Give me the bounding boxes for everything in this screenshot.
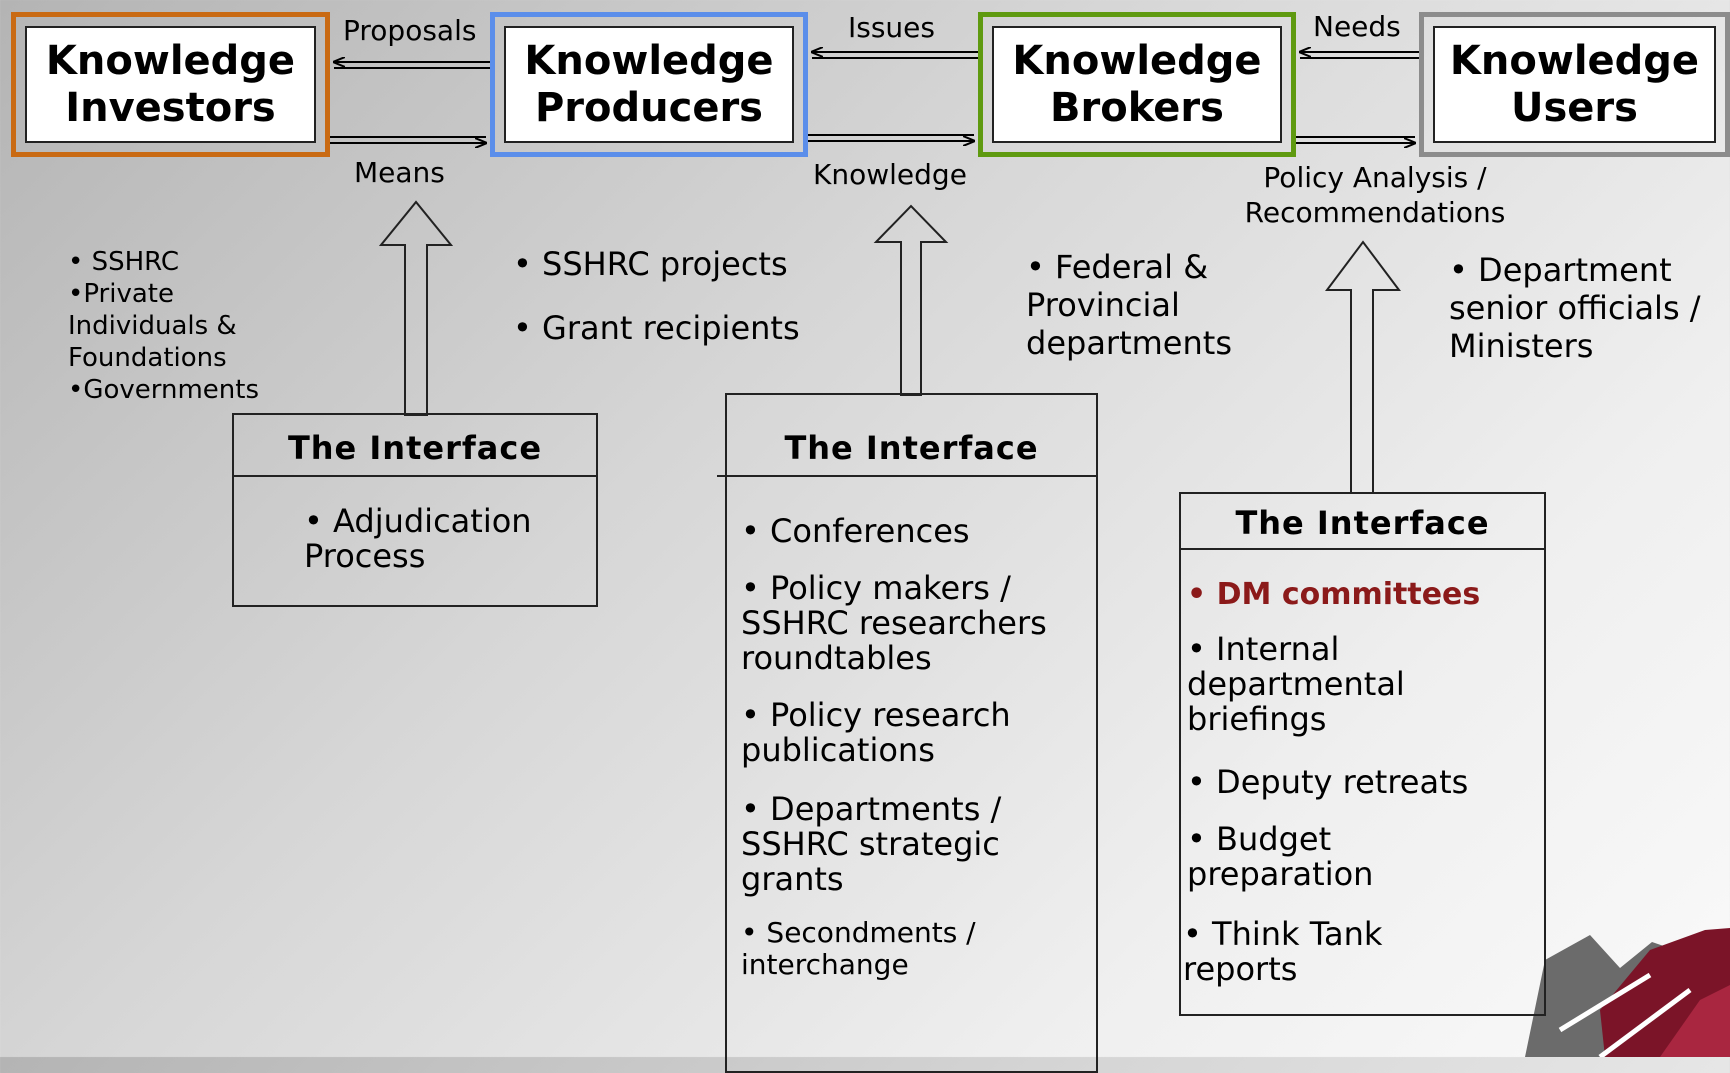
policy-analysis-label: Policy Analysis / Recommendations (1244, 161, 1506, 229)
issues-arrow (812, 52, 978, 59)
proposals-label: Proposals (343, 14, 477, 47)
means-arrow (330, 136, 486, 143)
brokers-examples: • Federal & Provincial departments (1026, 248, 1232, 362)
interface-left-title: The Interface (287, 429, 543, 467)
needs-label: Needs (1313, 10, 1401, 43)
interface-middle: The Interface • Conferences • Policy mak… (717, 393, 1098, 1073)
right-up-arrow (1325, 240, 1401, 494)
producers-example-2: • Grant recipients (513, 309, 800, 347)
interface-middle-item: • Policy research publications (741, 696, 1011, 769)
logo-decoration (1525, 928, 1730, 1057)
knowledge-users-box: Knowledge Users (1419, 12, 1730, 157)
investors-examples: • SSHRC •Private Individuals & Foundatio… (68, 247, 260, 405)
interface-middle-item: • Secondments / interchange (741, 916, 976, 981)
interface-right-item: • Budget preparation (1187, 820, 1374, 893)
producers-example-1: • SSHRC projects (513, 245, 788, 283)
knowledge-producers-box: Knowledge Producers (490, 12, 808, 157)
knowledge-arrow (808, 134, 974, 141)
knowledge-producers-label: Knowledge Producers (524, 37, 774, 131)
interface-right-item: • Deputy retreats (1187, 763, 1469, 801)
means-label: Means (354, 156, 445, 189)
interface-middle-item: • Departments / SSHRC strategic grants (741, 790, 1002, 898)
interface-right-title: The Interface (1235, 504, 1490, 542)
interface-middle-item: • Conferences (741, 512, 970, 550)
knowledge-investors-box: Knowledge Investors (11, 12, 330, 157)
knowledge-flow-label: Knowledge (813, 158, 967, 191)
interface-left-item: • Adjudication Process (304, 502, 532, 575)
middle-up-arrow (873, 204, 949, 396)
policy-analysis-arrow (1296, 136, 1415, 143)
users-examples: • Department senior officials / Minister… (1449, 251, 1701, 365)
interface-middle-title: The Interface (784, 429, 1039, 467)
knowledge-brokers-label: Knowledge Brokers (1012, 37, 1262, 131)
left-up-arrow (378, 200, 454, 416)
knowledge-brokers-box: Knowledge Brokers (978, 12, 1296, 157)
knowledge-investors-label: Knowledge Investors (45, 37, 296, 131)
interface-right: The Interface • DM committees • Internal… (1179, 492, 1546, 1016)
knowledge-users-label: Knowledge Users (1449, 37, 1700, 131)
interface-right-item: • Internal departmental briefings (1187, 630, 1405, 738)
issues-label: Issues (848, 11, 935, 44)
interface-middle-item: • Policy makers / SSHRC researchers roun… (741, 569, 1047, 677)
interface-left: The Interface • Adjudication Process (232, 413, 598, 607)
interface-right-highlight: • DM committees (1187, 577, 1481, 612)
needs-arrow (1300, 52, 1419, 59)
proposals-arrow (334, 62, 490, 69)
interface-right-item: • Think Tank reports (1183, 915, 1383, 988)
